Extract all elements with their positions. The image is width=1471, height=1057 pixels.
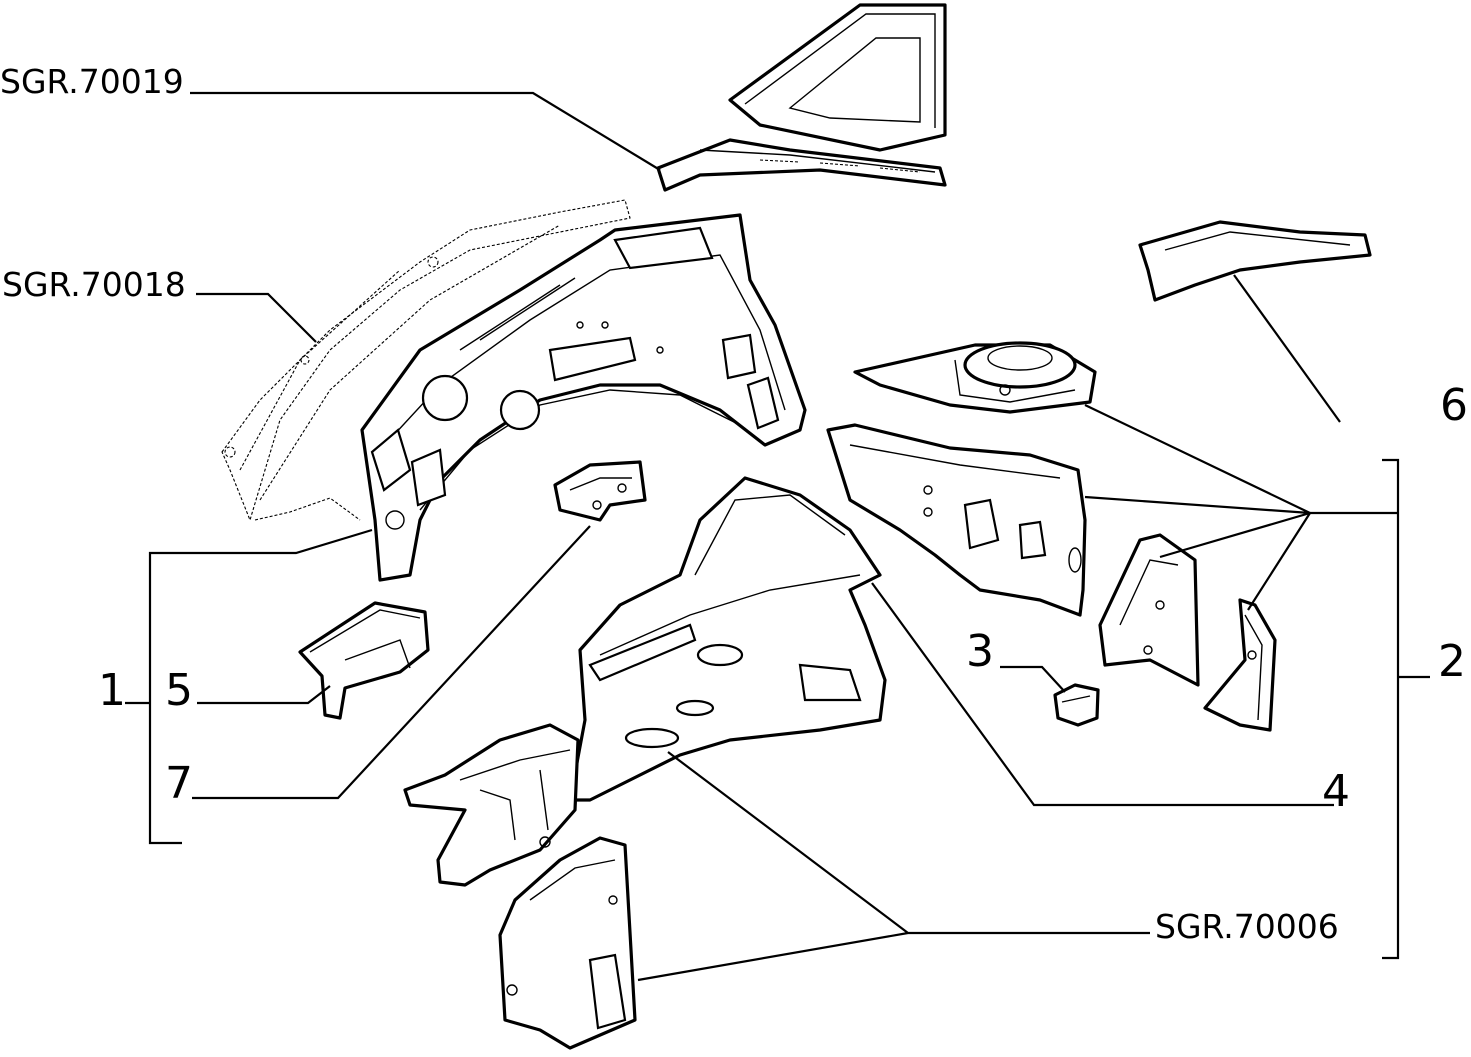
chassis-legs-part bbox=[403, 723, 637, 1050]
corner-bracket-part bbox=[1203, 598, 1277, 732]
bracket-3-part bbox=[1053, 683, 1100, 727]
roof-rail-ghost-part bbox=[221, 199, 631, 522]
callout-4: 4 bbox=[1322, 766, 1350, 817]
bracket-7-part bbox=[553, 460, 647, 522]
callout-6: 6 bbox=[1440, 380, 1468, 431]
rear-member-6-part bbox=[1138, 220, 1372, 302]
inner-side-panel-part bbox=[360, 213, 807, 582]
labels: SGR.70019 SGR.70018 SGR.70006 1 2 3 4 5 … bbox=[0, 62, 1468, 946]
label-sgr-70018: SGR.70018 bbox=[2, 265, 186, 304]
callout-1: 1 bbox=[98, 665, 126, 716]
roof-window-frame-part bbox=[656, 3, 947, 192]
wheel-arch-member-part bbox=[568, 476, 887, 802]
callout-2: 2 bbox=[1438, 636, 1466, 687]
callout-3: 3 bbox=[966, 626, 994, 677]
rear-wheelhouse-part bbox=[826, 423, 1087, 617]
callout-7: 7 bbox=[165, 758, 193, 809]
reinforcement-panel-part bbox=[1098, 533, 1200, 687]
leader-lines bbox=[125, 91, 1430, 982]
label-sgr-70006: SGR.70006 bbox=[1155, 907, 1339, 946]
label-sgr-70019: SGR.70019 bbox=[0, 62, 184, 101]
turret-plate-part bbox=[853, 341, 1097, 414]
callout-5: 5 bbox=[165, 665, 193, 716]
bracket-5-part bbox=[298, 601, 430, 720]
